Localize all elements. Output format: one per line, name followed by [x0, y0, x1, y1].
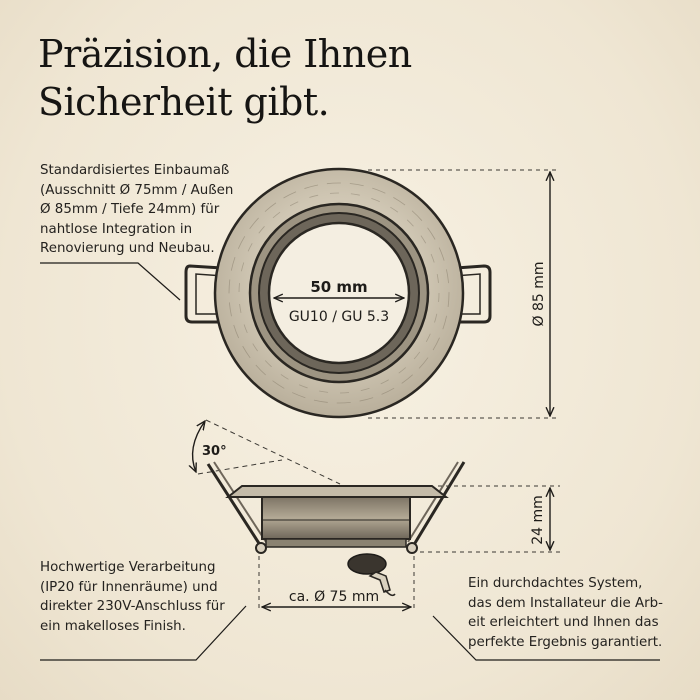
note-line: Hochwertige Verarbeitung: [40, 560, 216, 575]
headline-line-1: Präzision, die Ihnen: [38, 32, 412, 76]
outer-diameter-label: Ø 85 mm: [531, 261, 547, 326]
quality-note-leader: [40, 605, 247, 661]
mount-dimensions-note: Standardisiertes Einbaumaß (Ausschnitt Ø…: [40, 161, 233, 259]
ring-texture: [228, 182, 450, 404]
right-clip-inner: [452, 273, 481, 315]
right-spring-coil: [406, 542, 418, 554]
mount-note-leader: [40, 262, 181, 301]
cutout-label: ca. Ø 75 mm: [289, 589, 379, 605]
lamp-opening: [267, 221, 411, 365]
left-spring-coil: [255, 542, 267, 554]
tilt-reference-line: [205, 419, 341, 485]
connection-cable: [368, 571, 391, 593]
socket-cap: [347, 553, 387, 575]
left-clip: [184, 264, 226, 324]
note-line: (Ausschnitt Ø 75mm / Außen: [40, 182, 234, 198]
left-spring-clip: [206, 463, 264, 549]
note-line: (IP20 für Innenräume) und: [40, 579, 218, 595]
housing-body: [261, 496, 411, 540]
headline: Präzision, die Ihnen Sicherheit gibt.: [38, 30, 412, 126]
note-line: Renovierung und Neubau.: [40, 241, 215, 256]
note-line: ein makelloses Finish.: [40, 618, 186, 634]
note-line: Ein durchdachtes System,: [468, 576, 643, 591]
housing-base: [265, 538, 407, 548]
top-view: 50 mm GU10 / GU 5.3 Ø 85 mm: [40, 167, 556, 419]
tilt-angle-arc: [193, 421, 205, 472]
side-view: 30° 24 mm ca. Ø 75 mm: [40, 419, 660, 661]
system-note-leader: [432, 615, 660, 661]
right-clip: [454, 264, 492, 324]
ring-texture: [238, 192, 440, 394]
depth-label: 24 mm: [530, 495, 546, 545]
note-line: perfekte Ergebnis garantiert.: [468, 634, 663, 650]
note-line: Ø 85mm / Tiefe 24mm) für: [40, 202, 220, 217]
inner-diameter-label: 50 mm: [310, 278, 367, 296]
system-note: Ein durchdachtes System, das dem Install…: [468, 574, 663, 652]
tilt-angle-label: 30°: [202, 444, 227, 459]
note-line: direkter 230V-Anschluss für: [40, 599, 225, 614]
note-line: Standardisiertes Einbaumaß: [40, 163, 230, 178]
headline-line-2: Sicherheit gibt.: [38, 80, 330, 124]
left-clip-inner: [195, 273, 226, 315]
right-spring-clip-2: [407, 461, 459, 543]
note-line: nahtlose Integration in: [40, 221, 193, 237]
note-line: eit erleichtert und Ihnen das: [468, 615, 659, 630]
quality-note: Hochwertige Verarbeitung (IP20 für Innen…: [40, 558, 225, 636]
cable-wire: [384, 589, 396, 597]
flange: [225, 485, 449, 498]
left-spring-clip-2: [213, 461, 267, 543]
right-spring-clip: [410, 461, 466, 549]
socket-label: GU10 / GU 5.3: [289, 309, 389, 325]
note-line: das dem Installateur die Arb-: [468, 595, 663, 611]
